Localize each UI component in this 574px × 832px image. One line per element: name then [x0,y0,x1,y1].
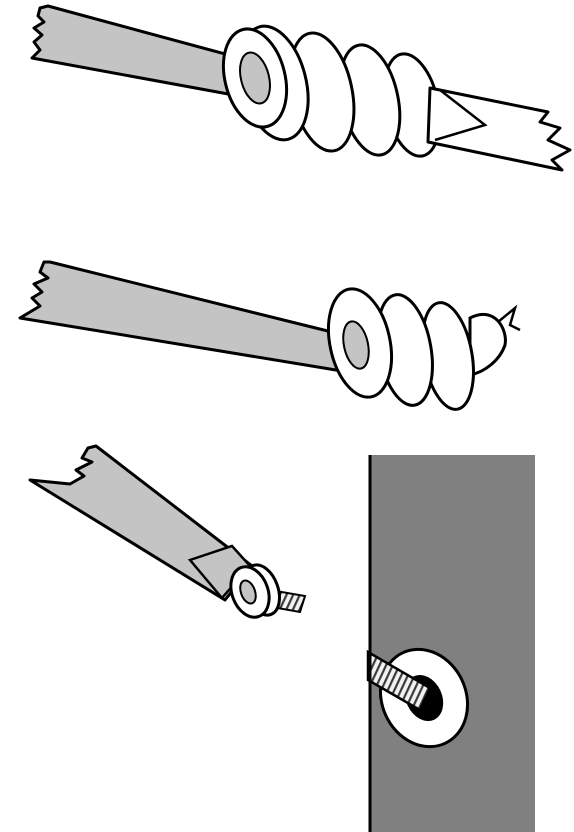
screwdriver-shaft [20,262,356,372]
anchor-coils [214,19,448,161]
anchor-coils [319,283,505,413]
anchor-tail [428,88,570,170]
anchor-coils [224,560,305,622]
panel-wall-section-with-anchor [365,455,535,832]
panel-screwdriver-angled-into-wall [30,446,305,623]
panel-screwdriver-anchor-tip [20,262,520,413]
panel-screwdriver-full-anchor [32,6,570,170]
wall [370,455,535,832]
